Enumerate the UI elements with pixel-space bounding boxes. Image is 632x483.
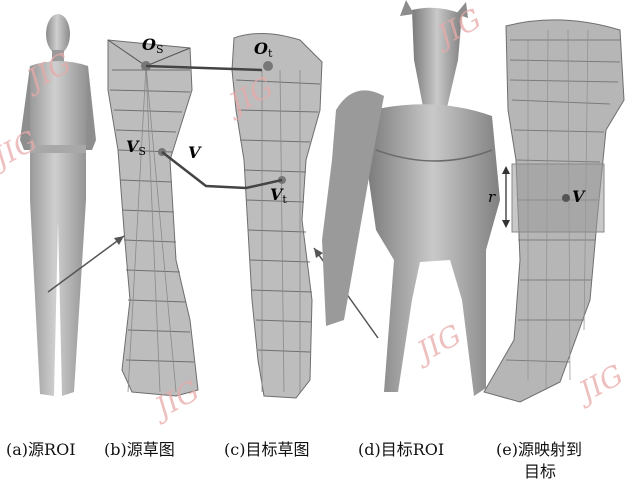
watermark-text: JIG: [569, 358, 628, 410]
mapped-result-model: [484, 20, 624, 402]
caption-c: (c)目标草图: [224, 436, 309, 460]
caption-e-line1: (e)源映射到: [496, 436, 582, 460]
label-v-mapped: V: [572, 187, 586, 206]
caption-d: (d)目标ROI: [358, 436, 444, 460]
caption-b: (b)源草图: [104, 436, 175, 460]
watermark-text: JIG: [407, 318, 466, 370]
target-horse-model: [322, 0, 500, 396]
caption-e-line2: 目标: [524, 458, 556, 482]
source-sketch-mesh: [108, 40, 198, 396]
label-os: OS: [142, 35, 163, 56]
label-radius-r: r: [488, 188, 496, 206]
label-v-source: V: [188, 143, 202, 162]
caption-a: (a)源ROI: [6, 436, 76, 460]
